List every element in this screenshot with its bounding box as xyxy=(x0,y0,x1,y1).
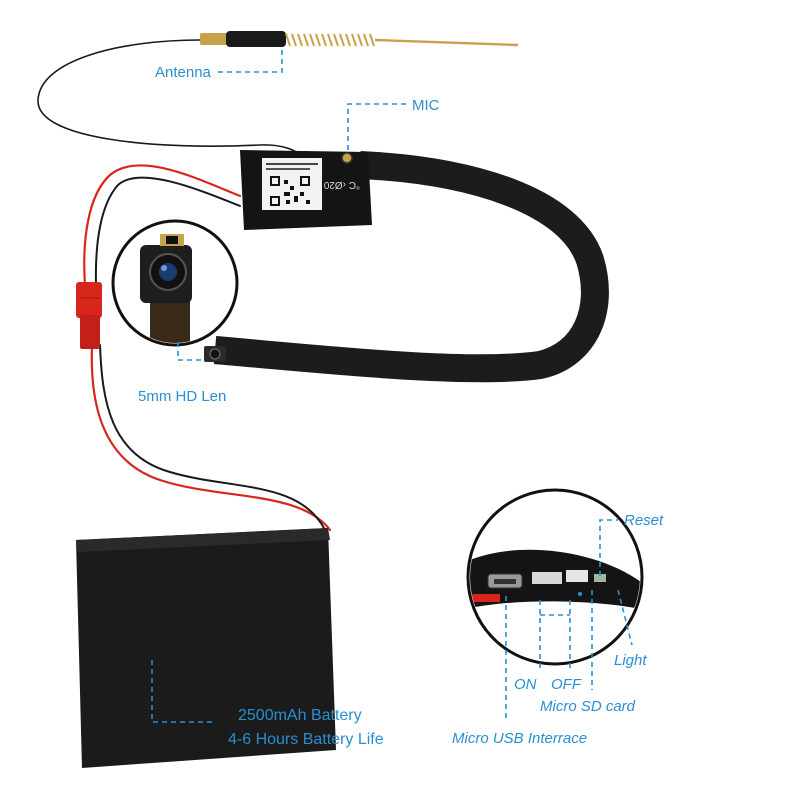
jst-connector xyxy=(76,282,102,349)
main-module: °C ‹Ø20 xyxy=(240,150,372,230)
mic-element xyxy=(341,152,353,164)
antenna-label: Antenna xyxy=(155,64,212,81)
light-leader-line xyxy=(617,589,633,646)
battery-leader-line xyxy=(151,660,216,723)
off-label: OFF xyxy=(551,676,582,693)
antenna-wire xyxy=(37,39,301,159)
antenna-sleeve xyxy=(226,31,286,47)
battery-label-line2: 4-6 Hours Battery Life xyxy=(228,731,384,748)
qr-code xyxy=(270,176,310,206)
reset-leader-line xyxy=(599,519,618,576)
battery-label-line1: 2500mAh Battery xyxy=(238,707,362,724)
light-label: Light xyxy=(614,652,647,669)
reset-label: Reset xyxy=(624,512,664,529)
lens-label: 5mm HD Len xyxy=(138,388,226,405)
antenna xyxy=(37,31,519,159)
antenna-rod xyxy=(374,38,519,47)
mic-leader-line xyxy=(347,103,408,150)
ribbon-lens xyxy=(204,346,226,362)
reset-button xyxy=(594,574,606,582)
antenna-leader-line xyxy=(218,46,283,73)
sd-slot xyxy=(566,570,588,582)
module-print: °C ‹Ø20 xyxy=(323,179,360,190)
microsd-label: Micro SD card xyxy=(540,698,636,715)
on-label: ON xyxy=(514,676,537,693)
mic-label: MIC xyxy=(412,97,440,114)
lens-leader-line xyxy=(177,342,205,361)
antenna-coil xyxy=(285,33,375,47)
antenna-connector xyxy=(200,33,228,45)
battery-pack: E321827 cRus 125°C VW-1 (Φ3) xyxy=(76,528,336,768)
red-power-wires xyxy=(83,164,332,532)
microusb-label: Micro USB Interrace xyxy=(452,730,587,747)
ribbon-cable xyxy=(213,151,609,383)
ports-zoom-inset xyxy=(466,488,644,666)
lens-zoom-inset xyxy=(111,219,239,347)
